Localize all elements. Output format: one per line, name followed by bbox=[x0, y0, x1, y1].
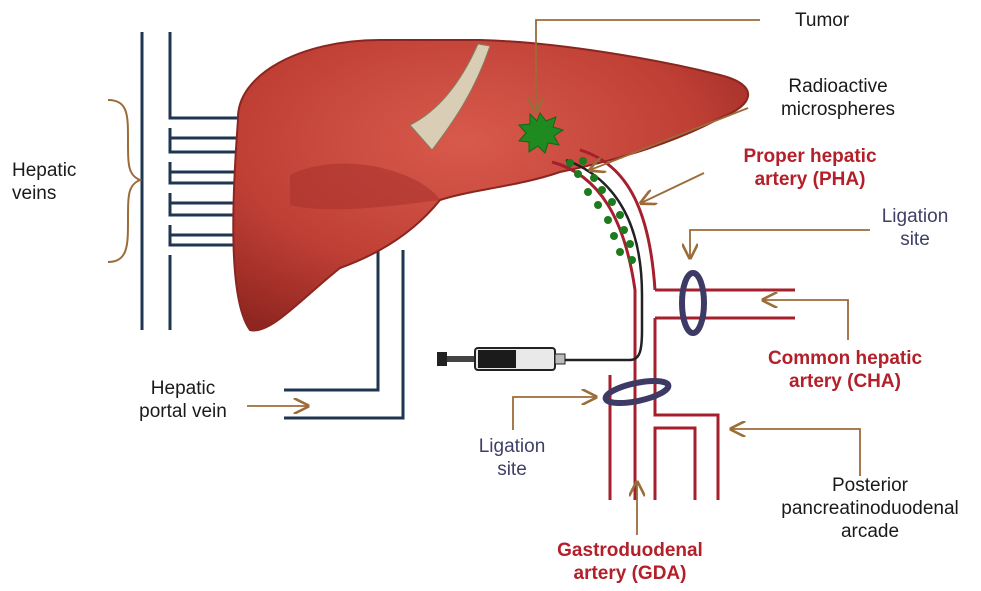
label-hepatic-veins: Hepatic veins bbox=[12, 160, 76, 206]
pha-arrow bbox=[641, 173, 704, 203]
label-posterior-pancreatinoduodenal-arcade: Posterior pancreatinoduodenal arcade bbox=[770, 475, 970, 543]
ligation-bottom-arrow bbox=[513, 397, 596, 430]
label-gastroduodenal-artery: Gastroduodenal artery (GDA) bbox=[530, 540, 730, 586]
label-proper-hepatic-artery: Proper hepatic artery (PHA) bbox=[715, 146, 905, 192]
label-tumor: Tumor bbox=[795, 10, 849, 33]
cha-lower-wall bbox=[655, 318, 718, 500]
label-ligation-site-bottom: Ligation site bbox=[462, 436, 562, 482]
arcade-wall bbox=[655, 428, 695, 500]
liver bbox=[233, 40, 748, 330]
pha-left-wall bbox=[552, 162, 635, 375]
ppda-arrow bbox=[731, 429, 860, 476]
ligation-top-arrow bbox=[690, 230, 870, 258]
ligature-gda bbox=[604, 377, 670, 408]
arteries bbox=[552, 150, 795, 500]
label-common-hepatic-artery: Common hepatic artery (CHA) bbox=[740, 348, 950, 394]
label-ligation-site-top: Ligation site bbox=[870, 206, 960, 252]
hepatic-veins bbox=[142, 32, 240, 330]
cha-arrow bbox=[763, 300, 848, 340]
label-hepatic-portal-vein: Hepatic portal vein bbox=[118, 378, 248, 424]
hepatic-veins-brace bbox=[108, 100, 140, 262]
ligature-cha bbox=[682, 273, 704, 333]
label-radioactive-microspheres: Radioactive microspheres bbox=[758, 76, 918, 122]
syringe-icon bbox=[437, 348, 565, 370]
